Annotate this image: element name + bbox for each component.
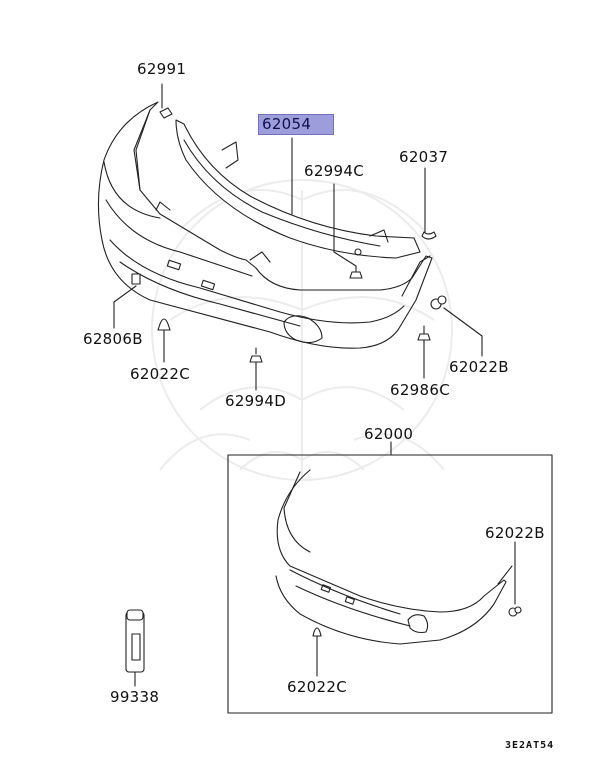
part-label-62054-highlighted[interactable]: 62054 <box>258 114 335 135</box>
part-label-99338[interactable]: 99338 <box>110 688 160 706</box>
part-label-62986C[interactable]: 62986C <box>390 381 450 399</box>
part-label-62037[interactable]: 62037 <box>399 148 449 166</box>
part-label-62991[interactable]: 62991 <box>137 60 187 78</box>
part-62994D-bolt <box>249 347 263 391</box>
part-62022C-clip <box>157 318 171 363</box>
part-label-62994D[interactable]: 62994D <box>225 392 287 410</box>
part-label-62022B-assembly[interactable]: 62022B <box>485 524 545 542</box>
part-62022C-clip-assembly <box>312 627 322 677</box>
part-label-62022B[interactable]: 62022B <box>449 358 509 376</box>
part-62022B-clip <box>430 295 483 357</box>
part-62022B-clip-assembly <box>508 541 522 617</box>
part-62037-clip <box>421 167 437 240</box>
part-label-62000[interactable]: 62000 <box>364 425 414 443</box>
part-62994C-bolt <box>333 183 363 279</box>
front-bumper-cover <box>97 101 433 349</box>
part-62054-reinforcement <box>175 119 421 259</box>
part-label-62994C[interactable]: 62994C <box>304 162 364 180</box>
diagram-reference-code: 3E2AT54 <box>505 740 555 751</box>
part-label-62806B[interactable]: 62806B <box>83 330 143 348</box>
part-99338-paint-bottle <box>125 609 145 687</box>
part-62986C-bolt <box>417 325 431 379</box>
assembly-62000-box <box>227 441 553 714</box>
part-label-62022C[interactable]: 62022C <box>130 365 190 383</box>
part-62991-clip <box>159 83 173 119</box>
part-62806B-nut <box>113 273 141 329</box>
part-label-62022C-assembly[interactable]: 62022C <box>287 678 347 696</box>
